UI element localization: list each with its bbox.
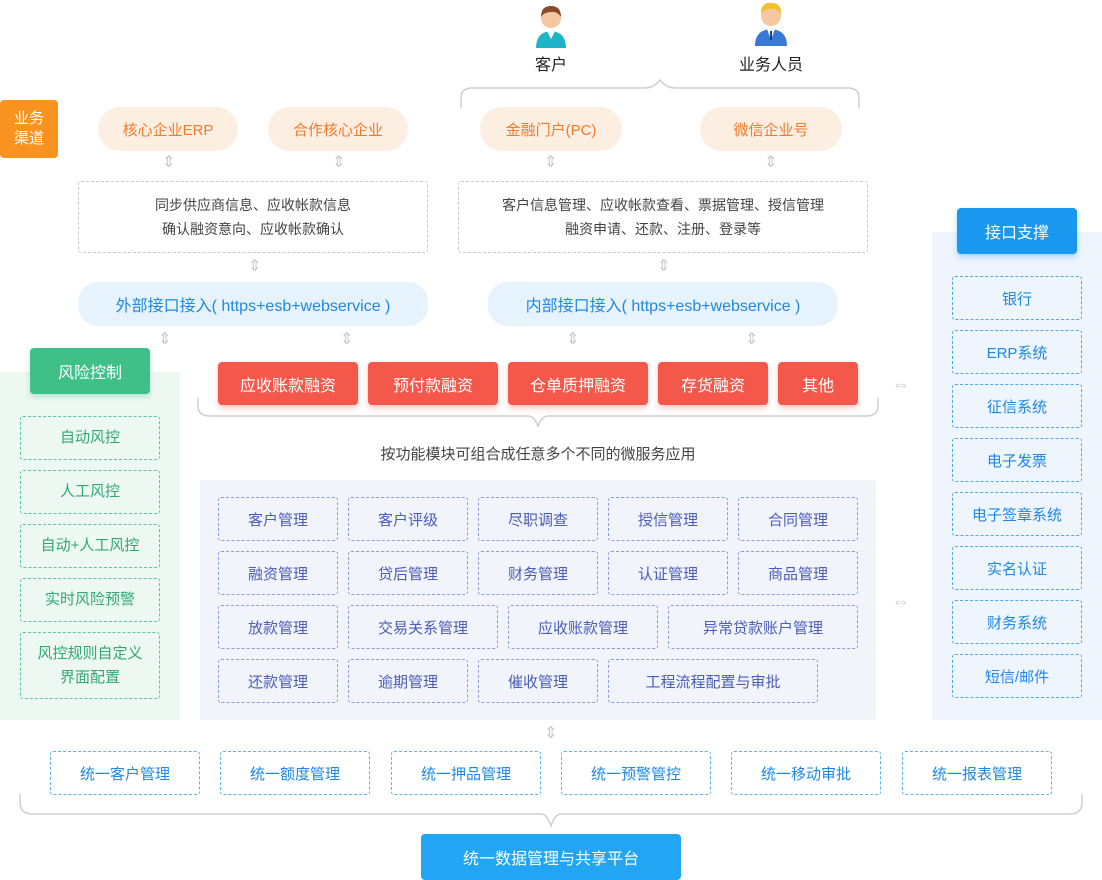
channel-wechat-enterprise[interactable]: 微信企业号 — [700, 107, 842, 151]
support-item-erp[interactable]: ERP系统 — [952, 330, 1082, 374]
product-inventory-financing[interactable]: 存货融资 — [658, 362, 768, 405]
risk-control-title: 风险控制 — [30, 348, 150, 394]
interface-support-title: 接口支撑 — [957, 208, 1077, 254]
updown-arrow-icon: ⇕ — [544, 154, 558, 171]
internal-desc-line: 融资申请、还款、注册、登录等 — [565, 221, 761, 237]
leftright-arrow-icon: ⇔ — [892, 374, 910, 394]
risk-item-hybrid[interactable]: 自动+人工风控 — [20, 524, 160, 568]
micro-abnormal-loan-mgmt[interactable]: 异常贷款账户管理 — [668, 605, 858, 649]
unified-customer-mgmt[interactable]: 统一客户管理 — [50, 751, 200, 795]
staff-label: 业务人员 — [738, 57, 803, 74]
internal-desc-line: 客户信息管理、应收帐款查看、票据管理、授信管理 — [502, 197, 824, 213]
unified-alert-control[interactable]: 统一预警管控 — [561, 751, 711, 795]
staff-figure — [750, 0, 792, 50]
product-other[interactable]: 其他 — [778, 362, 858, 405]
micro-credit-mgmt[interactable]: 授信管理 — [608, 497, 728, 541]
micro-trade-relation-mgmt[interactable]: 交易关系管理 — [348, 605, 498, 649]
product-prepayment-financing[interactable]: 预付款融资 — [368, 362, 498, 405]
micro-overdue-mgmt[interactable]: 逾期管理 — [348, 659, 468, 703]
support-item-finance-system[interactable]: 财务系统 — [952, 600, 1082, 644]
external-desc-line: 同步供应商信息、应收帐款信息 — [155, 197, 351, 213]
micro-customer-mgmt[interactable]: 客户管理 — [218, 497, 338, 541]
risk-control-panel — [0, 372, 180, 720]
micro-service-panel — [200, 480, 876, 720]
external-desc-box: 同步供应商信息、应收帐款信息 确认融资意向、应收帐款确认 — [78, 181, 428, 253]
staff-person-icon — [755, 2, 787, 46]
micro-customer-rating[interactable]: 客户评级 — [348, 497, 468, 541]
micro-goods-mgmt[interactable]: 商品管理 — [738, 551, 858, 595]
product-warehouse-pledge[interactable]: 仓单质押融资 — [508, 362, 648, 405]
micro-due-diligence[interactable]: 尽职调查 — [478, 497, 598, 541]
micro-loan-release-mgmt[interactable]: 放款管理 — [218, 605, 338, 649]
risk-item-manual[interactable]: 人工风控 — [20, 470, 160, 514]
micro-workflow-approval[interactable]: 工程流程配置与审批 — [608, 659, 818, 703]
micro-collection-mgmt[interactable]: 催收管理 — [478, 659, 598, 703]
updown-arrow-icon: ⇕ — [657, 258, 671, 275]
unified-data-platform[interactable]: 统一数据管理与共享平台 — [421, 834, 681, 880]
support-item-e-invoice[interactable]: 电子发票 — [952, 438, 1082, 482]
customer-person-icon — [536, 6, 566, 48]
unified-quota-mgmt[interactable]: 统一额度管理 — [220, 751, 370, 795]
channel-finance-portal[interactable]: 金融门户(PC) — [480, 107, 622, 151]
business-channel-tag: 业务 渠道 — [0, 100, 58, 158]
micro-financing-mgmt[interactable]: 融资管理 — [218, 551, 338, 595]
unified-report-mgmt[interactable]: 统一报表管理 — [902, 751, 1052, 795]
support-item-e-signature[interactable]: 电子签章系统 — [952, 492, 1082, 536]
updown-arrow-icon: ⇕ — [764, 154, 778, 171]
customer-figure — [530, 2, 572, 52]
channel-core-erp[interactable]: 核心企业ERP — [98, 107, 238, 151]
micro-service-caption: 按功能模块可组合成任意多个不同的微服务应用 — [380, 445, 696, 463]
products-brace — [197, 398, 879, 429]
updown-arrow-icon: ⇕ — [162, 154, 176, 171]
updown-arrow-icon: ⇕ — [332, 154, 346, 171]
micro-finance-mgmt[interactable]: 财务管理 — [478, 551, 598, 595]
support-item-sms-email[interactable]: 短信/邮件 — [952, 654, 1082, 698]
external-desc-line: 确认融资意向、应收帐款确认 — [162, 221, 344, 237]
support-item-real-name-auth[interactable]: 实名认证 — [952, 546, 1082, 590]
interface-support-panel — [932, 232, 1102, 720]
micro-repayment-mgmt[interactable]: 还款管理 — [218, 659, 338, 703]
risk-item-rule-config[interactable]: 风控规则自定义 界面配置 — [20, 632, 160, 699]
people-brace — [460, 78, 860, 108]
customer-label: 客户 — [534, 57, 567, 74]
external-interface-pill[interactable]: 外部接口接入( https+esb+webservice ) — [78, 282, 428, 326]
unified-brace — [19, 794, 1083, 829]
updown-arrow-icon: ⇕ — [340, 331, 354, 348]
product-receivables-financing[interactable]: 应收账款融资 — [218, 362, 358, 405]
internal-desc-box: 客户信息管理、应收帐款查看、票据管理、授信管理 融资申请、还款、注册、登录等 — [458, 181, 868, 253]
channel-partner-core[interactable]: 合作核心企业 — [268, 107, 408, 151]
risk-item-realtime-alert[interactable]: 实时风险预警 — [20, 578, 160, 622]
unified-mobile-approval[interactable]: 统一移动审批 — [731, 751, 881, 795]
micro-contract-mgmt[interactable]: 合同管理 — [738, 497, 858, 541]
updown-arrow-icon: ⇕ — [158, 331, 172, 348]
risk-item-auto[interactable]: 自动风控 — [20, 416, 160, 460]
updown-arrow-icon: ⇕ — [248, 258, 262, 275]
support-item-bank[interactable]: 银行 — [952, 276, 1082, 320]
support-item-credit-report[interactable]: 征信系统 — [952, 384, 1082, 428]
unified-collateral-mgmt[interactable]: 统一押品管理 — [391, 751, 541, 795]
internal-interface-pill[interactable]: 内部接口接入( https+esb+webservice ) — [488, 282, 838, 326]
micro-receivables-mgmt[interactable]: 应收账款管理 — [508, 605, 658, 649]
updown-arrow-icon: ⇕ — [566, 331, 580, 348]
micro-post-loan-mgmt[interactable]: 贷后管理 — [348, 551, 468, 595]
updown-arrow-icon: ⇕ — [544, 725, 558, 742]
leftright-arrow-icon: ⇔ — [892, 591, 910, 611]
micro-auth-mgmt[interactable]: 认证管理 — [608, 551, 728, 595]
updown-arrow-icon: ⇕ — [745, 331, 759, 348]
